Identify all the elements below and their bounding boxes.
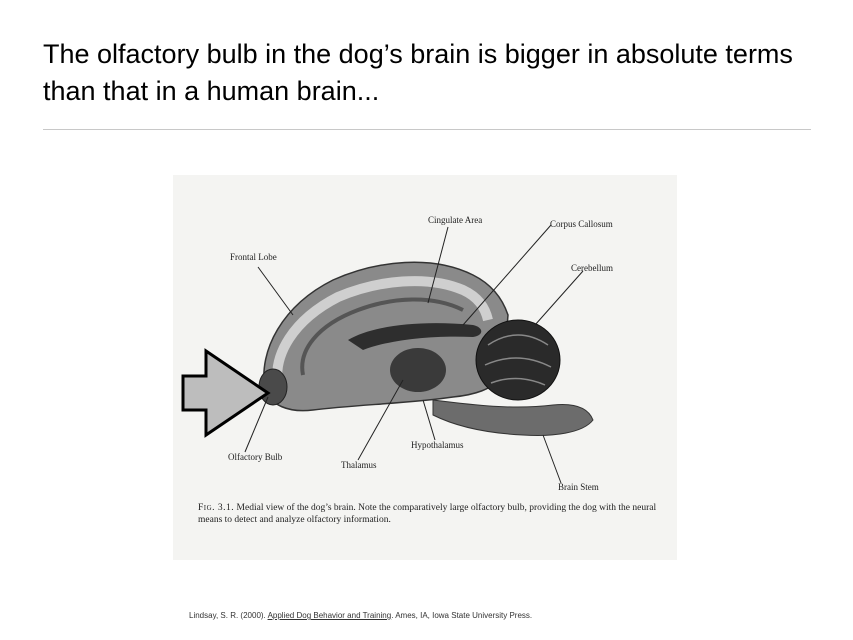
brain-figure: Frontal Lobe Cingulate Area Corpus Callo… xyxy=(173,175,677,560)
label-brain-stem: Brain Stem xyxy=(558,482,599,492)
label-corpus-callosum: Corpus Callosum xyxy=(550,219,613,229)
slide-title: The olfactory bulb in the dog’s brain is… xyxy=(43,39,793,106)
label-frontal-lobe: Frontal Lobe xyxy=(230,252,277,262)
citation-prefix: Lindsay, S. R. (2000). xyxy=(189,611,266,620)
brain-illustration xyxy=(244,224,594,484)
figure-caption: Fig. 3.1. Medial view of the dog’s brain… xyxy=(198,502,668,526)
figure-caption-text: Medial view of the dog’s brain. Note the… xyxy=(198,503,657,525)
citation-book-title: Applied Dog Behavior and Training xyxy=(267,611,392,620)
label-cingulate-area: Cingulate Area xyxy=(428,215,483,225)
label-hypothalamus: Hypothalamus xyxy=(411,440,464,450)
label-thalamus: Thalamus xyxy=(341,460,377,470)
citation-suffix: . Ames, IA, Iowa State University Press. xyxy=(391,611,533,620)
citation: Lindsay, S. R. (2000). Applied Dog Behav… xyxy=(189,611,532,620)
figure-caption-number: Fig. 3.1. xyxy=(198,503,235,513)
label-olfactory-bulb: Olfactory Bulb xyxy=(228,452,283,462)
right-arrow-icon xyxy=(181,348,271,438)
title-divider xyxy=(43,129,811,130)
label-cerebellum: Cerebellum xyxy=(571,263,613,273)
